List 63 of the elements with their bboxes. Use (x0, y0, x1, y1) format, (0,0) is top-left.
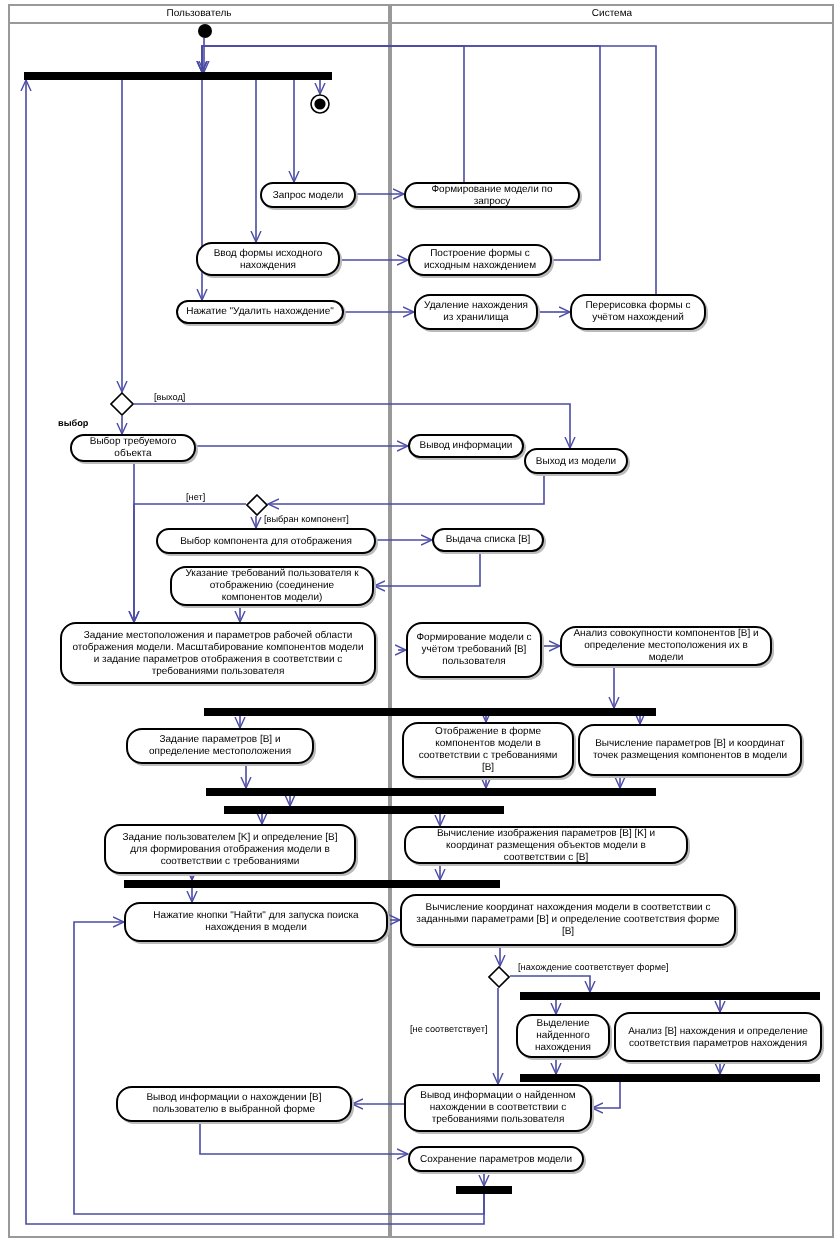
decision-diamond (110, 392, 134, 416)
arrow (394, 644, 407, 656)
sync-bar (24, 72, 332, 80)
decision-diamond (488, 966, 510, 988)
decision-diamond (246, 494, 268, 516)
arrow (434, 863, 446, 881)
arrow (714, 1061, 726, 1075)
arrow (267, 473, 545, 510)
arrow (550, 1057, 562, 1075)
sync-bar (124, 880, 500, 888)
sync-bar (456, 1186, 512, 1194)
arrow (343, 306, 415, 318)
arrow (195, 440, 409, 452)
arrow (494, 945, 506, 967)
swimlane (8, 4, 390, 1238)
arrow (434, 813, 446, 827)
arrow (256, 812, 268, 825)
arrow (373, 551, 481, 592)
arrow (480, 776, 492, 789)
arrow (196, 45, 657, 295)
arrow (240, 763, 252, 789)
sync-bar (224, 806, 504, 814)
arrow (714, 999, 726, 1013)
arrow (339, 254, 409, 266)
arrow (478, 1171, 490, 1187)
arrow (116, 415, 128, 435)
arrow (550, 999, 562, 1015)
arrow (196, 79, 208, 301)
arrow (375, 534, 433, 546)
arrow (20, 79, 485, 1225)
arrow (234, 715, 246, 729)
sync-bar (520, 992, 820, 1000)
final-node (310, 94, 330, 114)
arrow (128, 503, 247, 623)
arrow (288, 79, 300, 183)
arrow (492, 987, 504, 1085)
arrow (387, 914, 401, 926)
arrow (509, 975, 596, 993)
arrow (284, 794, 296, 807)
arrow (351, 1098, 405, 1110)
arrow (591, 1081, 621, 1114)
arrow (355, 188, 405, 200)
arrow (186, 887, 198, 903)
arrow (133, 403, 576, 449)
arrow (634, 712, 646, 725)
arrow (480, 710, 492, 723)
arrow (608, 665, 620, 709)
arrow (537, 306, 571, 318)
arrow (234, 605, 246, 623)
arrow (73, 916, 485, 1215)
arrow (250, 515, 262, 529)
sync-bar (520, 1074, 820, 1082)
initial-node (198, 24, 212, 38)
arrow (116, 79, 128, 393)
arrow (614, 775, 626, 789)
arrow (250, 79, 262, 243)
sync-bar (206, 788, 656, 796)
arrow (314, 79, 326, 95)
swimlane (390, 4, 834, 1238)
sync-bar (204, 708, 656, 716)
arrow (541, 640, 561, 652)
arrow (199, 1121, 409, 1160)
arrow (198, 37, 210, 73)
